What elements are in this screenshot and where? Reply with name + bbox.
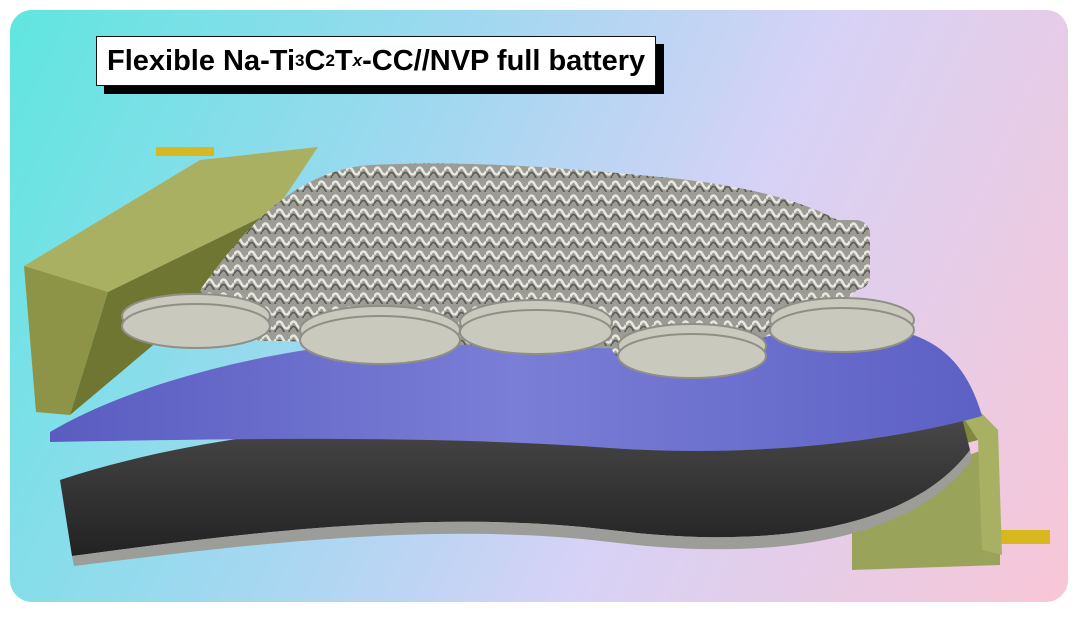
- anode-mesh: [121, 163, 915, 379]
- title-part3: T: [334, 44, 353, 77]
- title-part4: -CC//NVP full battery: [362, 44, 646, 77]
- battery-illustration: [24, 147, 1050, 570]
- right-tab: [1000, 530, 1050, 544]
- title-part1: Flexible Na-Ti: [107, 44, 296, 77]
- title-part2: C: [304, 44, 326, 77]
- left-tab: [156, 147, 214, 156]
